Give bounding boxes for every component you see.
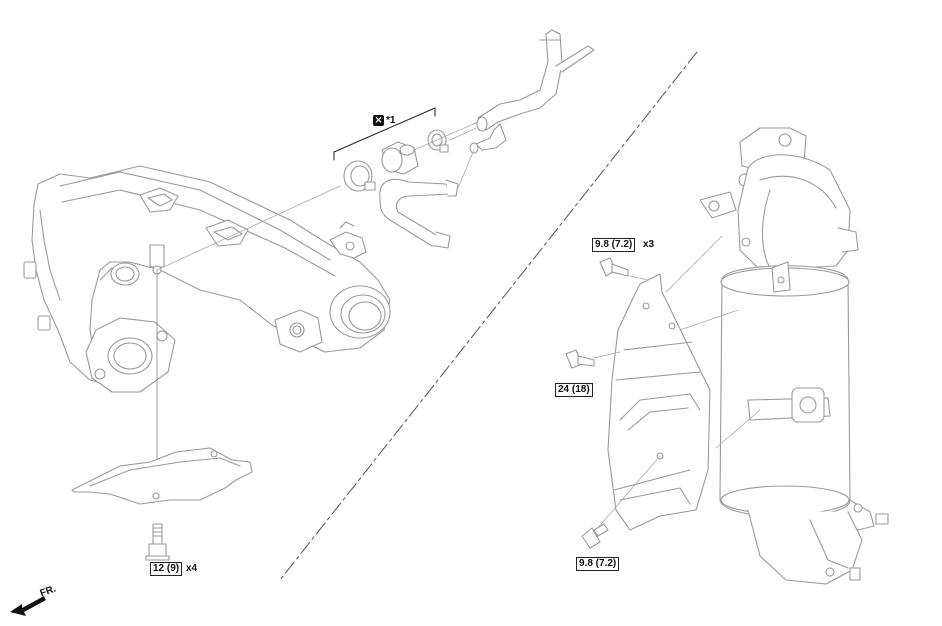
front-arrow-icon xyxy=(10,596,46,616)
exhaust-manifold-converter xyxy=(699,127,889,585)
quantity-label-x3: x3 xyxy=(643,239,655,250)
torque-label-insulator-bottom: 9.8 (7.2) xyxy=(576,557,620,571)
insulator-bolt-top xyxy=(599,257,629,277)
section-divider-line xyxy=(279,51,698,581)
torque-label-manifold-bolt: 12 (9) xyxy=(150,562,183,576)
lower-heat-insulator xyxy=(71,447,253,505)
water-bypass-pipe xyxy=(469,29,595,154)
insulator-bolt-bottom xyxy=(581,523,609,549)
x-mark-icon: ✕ xyxy=(373,115,384,126)
torque-label-insulator-top: 9.8 (7.2) xyxy=(592,238,636,252)
non-reusable-note: ✕*1 xyxy=(373,115,395,127)
exhaust-manifold xyxy=(23,165,391,393)
hose-clamp-group xyxy=(343,129,449,192)
converter-bolt xyxy=(565,349,595,369)
manifold-bolt xyxy=(145,523,170,561)
non-reusable-note-text: *1 xyxy=(386,115,396,126)
quantity-label-x4: x4 xyxy=(186,563,198,574)
bypass-hose xyxy=(379,178,459,249)
converter-heat-insulator xyxy=(607,273,711,531)
torque-label-converter-bolt: 24 (18) xyxy=(555,383,593,397)
